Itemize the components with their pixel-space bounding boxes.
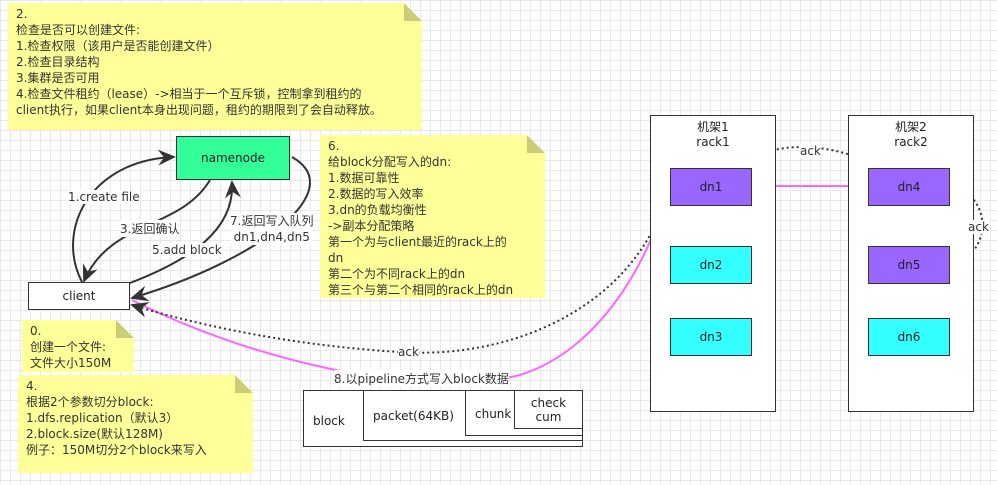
note-line: 1.数据可靠性: [328, 171, 400, 185]
note-line: 第一个为与client最近的rack上的: [328, 235, 507, 249]
rack-title: 机架2: [895, 120, 927, 134]
datanode-dn2[interactable]: dn2: [670, 246, 752, 284]
edge-add-block: [129, 180, 241, 284]
note-line: 创建一个文件:: [30, 340, 107, 354]
note-line: client执行，如果client本身出现问题，租约的期限到了会自动释放。: [16, 103, 382, 117]
checksum-label: check: [530, 395, 567, 410]
label-add-block: 5.add block: [152, 243, 222, 257]
note-line: 检查是否可以创建文件:: [16, 23, 141, 37]
note-line: 6.: [328, 139, 340, 153]
label-return-queue: 7.返回写入队列 dn1,dn4,dn5: [230, 213, 314, 245]
label-confirm: 3.返回确认: [120, 220, 180, 237]
note-line: 文件大小150M: [30, 356, 112, 370]
label-ack-dn5-dn4: ack: [968, 220, 989, 234]
label-ack-dn4-dn1: ack: [800, 144, 821, 158]
note-line: 1.检查权限（该用户是否能创建文件）: [16, 39, 220, 53]
packet-label: packet(64KB): [373, 409, 454, 423]
label-ack-client: ack: [398, 345, 419, 359]
note-line: 3.集群是否可用: [16, 71, 100, 85]
rack-subtitle: rack2: [894, 135, 928, 149]
note-line: 第二个为不同rack上的dn: [328, 267, 466, 281]
client-node[interactable]: client: [28, 282, 130, 310]
note-check-create: 2. 检查是否可以创建文件: 1.检查权限（该用户是否能创建文件） 2.检查目录结构 3…: [8, 3, 422, 130]
note-line: 4.: [26, 379, 38, 393]
datanode-dn3[interactable]: dn3: [670, 318, 752, 356]
note-line: 2.: [16, 7, 28, 21]
note-line: 3.dn的负载均衡性: [328, 203, 427, 217]
note-line: 2.block.size(默认128M): [26, 427, 163, 441]
note-line: dn: [328, 251, 344, 265]
note-line: 例子：150M切分2个block来写入: [26, 443, 207, 457]
note-line: 2.检查目录结构: [16, 55, 100, 69]
note-line: 根据2个参数切分block:: [26, 395, 154, 409]
label-create-file: 1.create file: [68, 190, 140, 204]
datanode-dn4[interactable]: dn4: [868, 168, 950, 206]
rack-subtitle: rack1: [696, 135, 730, 149]
datanode-dn1[interactable]: dn1: [670, 168, 752, 206]
note-line: 4.检查文件租约（lease）->相当于一个互斥锁，控制拿到租约的: [16, 87, 362, 101]
datanode-dn5[interactable]: dn5: [868, 246, 950, 284]
namenode-node[interactable]: namenode: [176, 136, 290, 180]
label-line: 7.返回写入队列: [230, 214, 314, 228]
note-line: ->副本分配策略: [328, 219, 415, 233]
label-line: dn1,dn4,dn5: [233, 230, 310, 244]
block-label: block: [313, 413, 345, 428]
note-allocate-dn: 6. 给block分配写入的dn: 1.数据可靠性 2.数据的写入效率 3.dn的负载均…: [320, 135, 545, 298]
note-line: 0.: [30, 324, 42, 338]
chunk-label: chunk: [475, 407, 512, 421]
note-line: 第三个与第二个相同的rack上的dn: [328, 283, 514, 297]
note-line: 1.dfs.replication（默认3）: [26, 411, 179, 425]
note-line: 2.数据的写入效率: [328, 187, 424, 201]
datanode-dn6[interactable]: dn6: [868, 318, 950, 356]
rack-title: 机架1: [697, 120, 729, 134]
note-split-block: 4. 根据2个参数切分block: 1.dfs.replication（默认3） 2.…: [18, 375, 253, 473]
label-pipeline: 8.以pipeline方式写入block数据: [334, 370, 509, 387]
note-create-file: 0. 创建一个文件: 文件大小150M: [22, 320, 134, 372]
note-line: 给block分配写入的dn:: [328, 155, 452, 169]
checksum-label: cum: [535, 409, 562, 424]
